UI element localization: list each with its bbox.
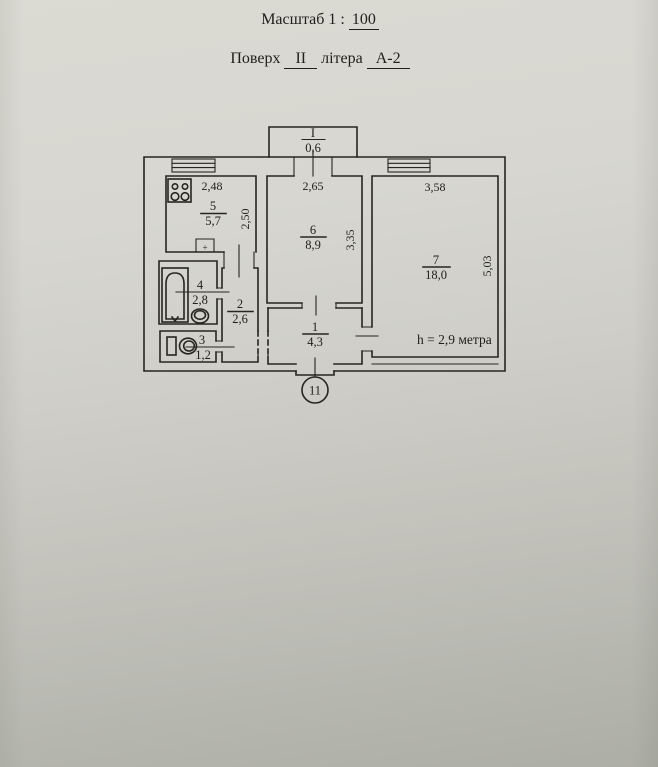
room-labels: І 0,6 5 5,7 6 8,9 7 18,0 4 2,8 2 2,6 3 1… xyxy=(192,126,447,362)
balcony-outline xyxy=(268,126,358,158)
floor-value: ІІ xyxy=(284,50,318,69)
entry-marker: 11 xyxy=(301,376,329,404)
toilet-number: 3 xyxy=(199,333,205,347)
bathroom-number: 4 xyxy=(197,278,204,292)
balcony-number: І xyxy=(311,126,315,140)
kitchen-area: 5,7 xyxy=(205,214,221,228)
ceiling-height-note: h = 2,9 метра xyxy=(417,332,492,347)
window-icons xyxy=(171,158,431,173)
bathtub-icon xyxy=(161,267,189,323)
living-number: 6 xyxy=(310,223,316,237)
kitchen-depth-dim: 2,50 xyxy=(238,209,252,230)
kitchen-window-icon xyxy=(171,158,216,173)
floor-label: Поверх xyxy=(230,50,281,67)
letter-value: А-2 xyxy=(366,50,410,69)
fixture-icons xyxy=(161,178,210,356)
toilet-icon xyxy=(166,336,198,356)
corridor-number: 1 xyxy=(312,320,318,334)
letter-label: літера xyxy=(321,50,363,67)
stove-icon xyxy=(167,178,192,203)
kitchen-number: 5 xyxy=(210,199,216,213)
interior-walls xyxy=(158,157,499,365)
scale-value: 100 xyxy=(348,11,379,30)
scale-label: Масштаб 1 : xyxy=(261,11,345,28)
label-fraction-bars xyxy=(200,212,451,335)
bedroom-area: 18,0 xyxy=(425,268,447,282)
living-width-dim: 2,65 xyxy=(303,179,324,193)
bedroom-window-icon xyxy=(387,158,431,173)
bathroom-area: 2,8 xyxy=(192,293,208,307)
floor-letter-line: Поверх ІІ літера А-2 xyxy=(0,50,640,69)
corridor-area: 4,3 xyxy=(307,335,323,349)
bedroom-depth-dim: 5,03 xyxy=(480,256,494,277)
living-depth-dim: 3,35 xyxy=(343,230,357,251)
hall-number: 2 xyxy=(237,297,243,311)
dimension-labels: 2,48 2,65 3,58 2,50 3,35 5,03 h = 2,9 ме… xyxy=(202,179,495,347)
scale-line: Масштаб 1 : 100 xyxy=(0,11,640,30)
entry-marker-number: 11 xyxy=(309,384,321,398)
living-area: 8,9 xyxy=(305,238,321,252)
sink-icon xyxy=(190,308,210,324)
bedroom-number: 7 xyxy=(433,253,439,267)
bedroom-width-dim: 3,58 xyxy=(425,180,446,194)
balcony-area: 0,6 xyxy=(305,141,321,155)
kitchen-width-dim: 2,48 xyxy=(202,179,223,193)
vent-mark: + xyxy=(202,243,207,253)
hall-area: 2,6 xyxy=(232,312,248,326)
toilet-area: 1,2 xyxy=(195,348,211,362)
